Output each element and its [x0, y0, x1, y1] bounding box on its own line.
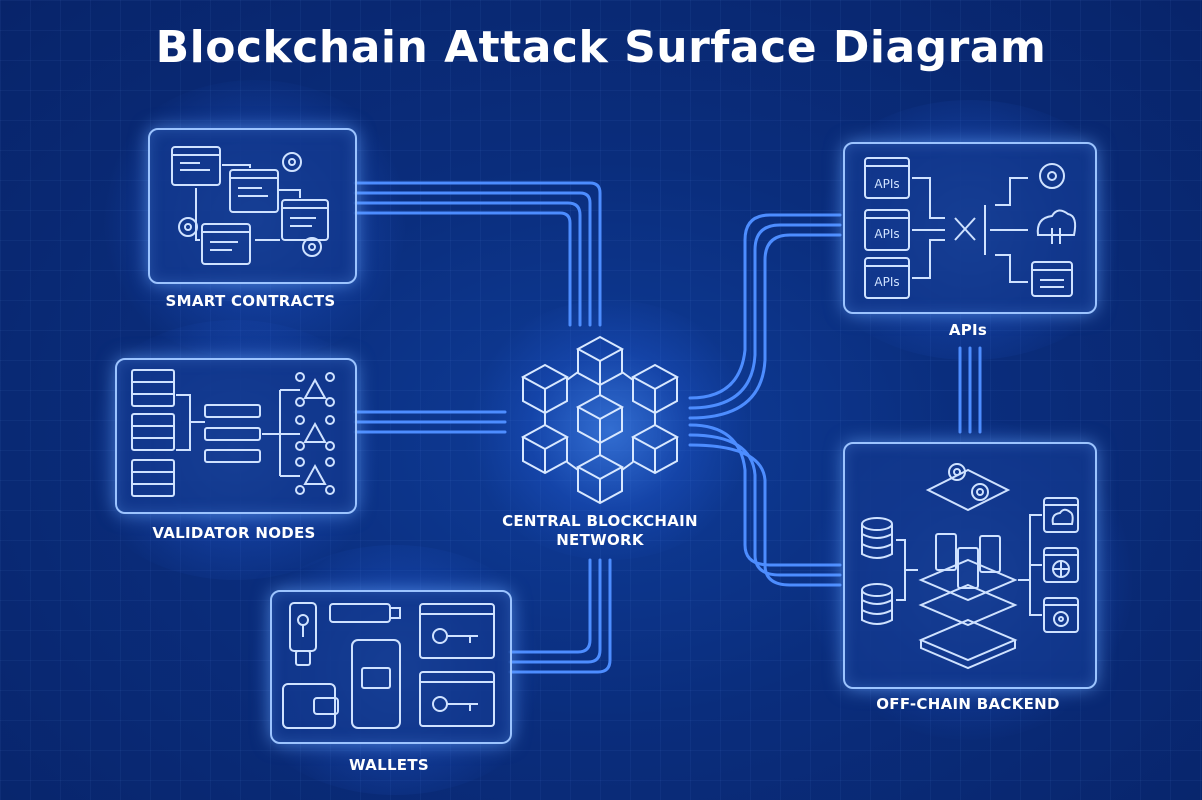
- central-label-line2: NETWORK: [556, 531, 644, 549]
- central-label-line1: CENTRAL BLOCKCHAIN: [502, 512, 698, 530]
- offchain-backend-label: OFF-CHAIN BACKEND: [876, 695, 1060, 713]
- apis-panel[interactable]: [843, 142, 1097, 314]
- validator-nodes-label: VALIDATOR NODES: [152, 524, 316, 542]
- diagram-title: Blockchain Attack Surface Diagram: [155, 22, 1047, 73]
- wallets-label: WALLETS: [349, 756, 429, 774]
- api-box-3-label: APIs: [874, 275, 899, 289]
- api-box-1-label: APIs: [874, 177, 899, 191]
- api-box-2-label: APIs: [874, 227, 899, 241]
- apis-label: APIs: [948, 321, 988, 339]
- smart-contracts-label: SMART CONTRACTS: [165, 292, 336, 310]
